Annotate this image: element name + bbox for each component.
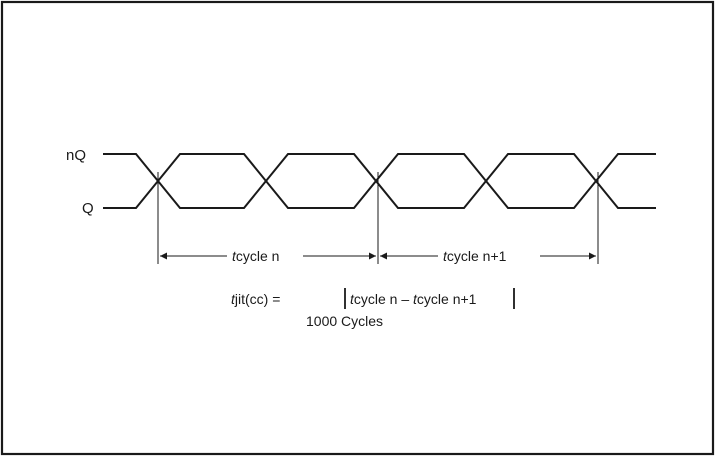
waveform-q (103, 153, 656, 209)
signal-label-q: Q (82, 200, 94, 217)
jitter-equation-lhs: tjit(cc) = (231, 291, 280, 307)
jitter-equation-terms: tcycle n – tcycle n+1 (350, 291, 477, 307)
cycle-count-note: 1000 Cycles (306, 313, 383, 329)
period-label-n: tcycle n (232, 248, 279, 264)
period-label-n1: tcycle n+1 (443, 248, 507, 264)
waveform-nq (103, 153, 656, 209)
signal-label-nq: nQ (66, 147, 86, 164)
